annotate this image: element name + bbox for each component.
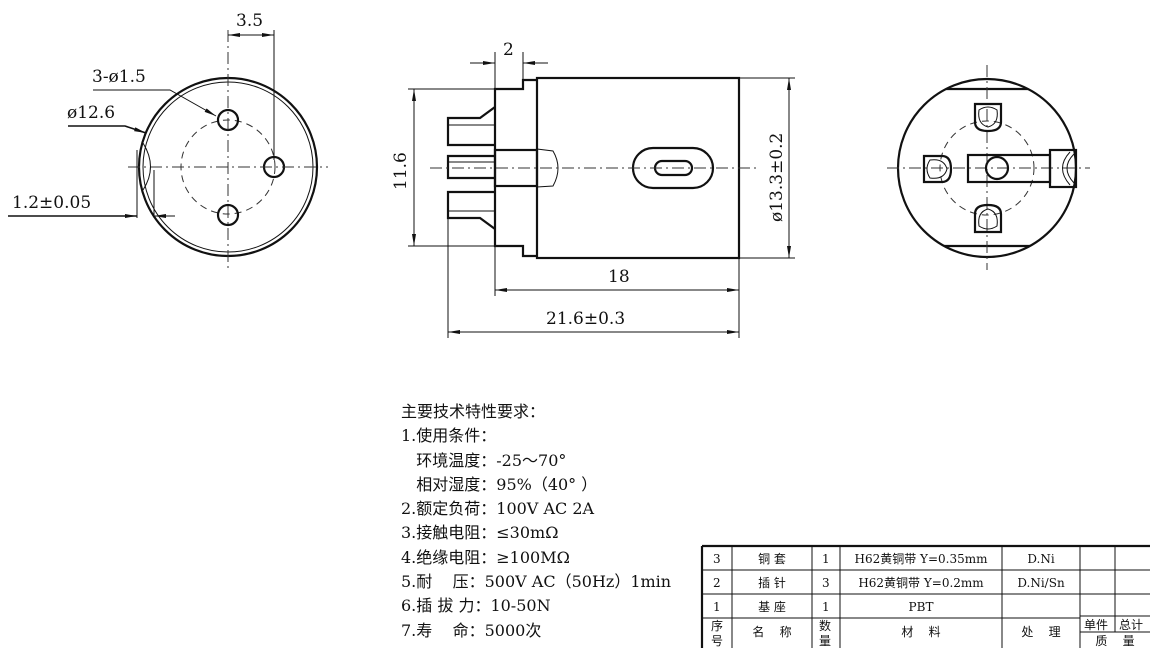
center-pin	[984, 155, 1010, 181]
svg-text:基 座: 基 座	[758, 599, 786, 614]
svg-text:1: 1	[822, 552, 830, 566]
note-line: 7.寿 命：5000次	[401, 620, 542, 640]
note-line: 4.绝缘电阻：≥100MΩ	[401, 547, 570, 567]
left-end-view: 3.5 3-ø1.5 ø12.6 1.2±0.05	[8, 11, 328, 268]
right-end-view	[887, 65, 1090, 270]
bom-row: 1 基 座 1 PBT	[713, 599, 933, 614]
svg-text:质 量: 质 量	[1095, 634, 1134, 648]
svg-text:D.Ni/Sn: D.Ni/Sn	[1017, 576, 1065, 590]
note-line: 5.耐 压：500V AC（50Hz）1min	[401, 572, 672, 592]
dim-pin-offset: 3.5	[236, 11, 263, 31]
technical-requirements: 主要技术特性要求： 1.使用条件： 环境温度：-25～70° 相对湿度：95%（…	[401, 400, 671, 643]
svg-text:H62黄铜带 Y=0.35mm: H62黄铜带 Y=0.35mm	[854, 551, 988, 566]
bom-table: 3 铜 套 1 H62黄铜带 Y=0.35mm D.Ni 2 插 针 3 H62…	[700, 544, 1150, 648]
dim-total-length: 21.6±0.3	[546, 309, 625, 329]
svg-text:插 针: 插 针	[758, 575, 786, 590]
terminal	[922, 154, 953, 184]
bom-row: 2 插 针 3 H62黄铜带 Y=0.2mm D.Ni/Sn	[713, 575, 1065, 590]
dim-base-height: 11.6	[391, 152, 411, 190]
dim-flat: 1.2±0.05	[12, 193, 91, 213]
note-line: 3.接触电阻：≤30mΩ	[401, 523, 559, 543]
svg-text:PBT: PBT	[909, 600, 934, 614]
terminal	[973, 102, 1003, 133]
svg-text:D.Ni: D.Ni	[1027, 552, 1055, 566]
bom-header: 序 号 名 称 数 量 材 料 处 理 单件 总计 质 量	[711, 618, 1143, 648]
dim-diameter: ø12.6	[67, 103, 115, 123]
svg-text:2: 2	[713, 576, 721, 590]
center-tab	[493, 148, 539, 188]
svg-text:量: 量	[819, 634, 831, 648]
svg-text:名 称: 名 称	[752, 624, 791, 639]
svg-text:1: 1	[713, 600, 721, 614]
flat-cut	[142, 142, 151, 191]
svg-text:数: 数	[819, 618, 831, 633]
note-line: 6.插 拔 力：10-50N	[401, 596, 551, 616]
side-view: 2 11.6 ø13.3±0.2 18 21.6±0.3	[391, 40, 795, 338]
note-line: 2.额定负荷：100V AC 2A	[401, 499, 595, 519]
side-tab	[1048, 148, 1078, 189]
dim-body-length: 18	[608, 267, 630, 287]
svg-text:单件: 单件	[1084, 618, 1108, 632]
svg-text:材 料: 材 料	[901, 625, 940, 639]
svg-text:3: 3	[713, 552, 721, 566]
bom-row: 3 铜 套 1 H62黄铜带 Y=0.35mm D.Ni	[713, 551, 1055, 566]
svg-text:3: 3	[822, 576, 830, 590]
pin-hole	[216, 203, 240, 227]
note-line: 1.使用条件：	[401, 426, 497, 446]
terminal	[973, 203, 1003, 234]
dim-holes: 3-ø1.5	[92, 67, 146, 87]
note-line: 环境温度：-25～70°	[401, 450, 567, 470]
note-line: 相对湿度：95%（40° ）	[401, 474, 598, 494]
svg-text:总计: 总计	[1119, 618, 1143, 632]
svg-text:号: 号	[711, 634, 723, 648]
notes-title: 主要技术特性要求：	[401, 402, 546, 421]
svg-text:序: 序	[711, 618, 723, 633]
dim-step: 2	[503, 40, 514, 60]
svg-text:铜 套: 铜 套	[758, 551, 786, 566]
svg-text:处 理: 处 理	[1021, 625, 1060, 639]
svg-text:H62黄铜带 Y=0.2mm: H62黄铜带 Y=0.2mm	[858, 575, 984, 590]
dim-body-diameter: ø13.3±0.2	[767, 133, 787, 222]
svg-text:1: 1	[822, 600, 830, 614]
